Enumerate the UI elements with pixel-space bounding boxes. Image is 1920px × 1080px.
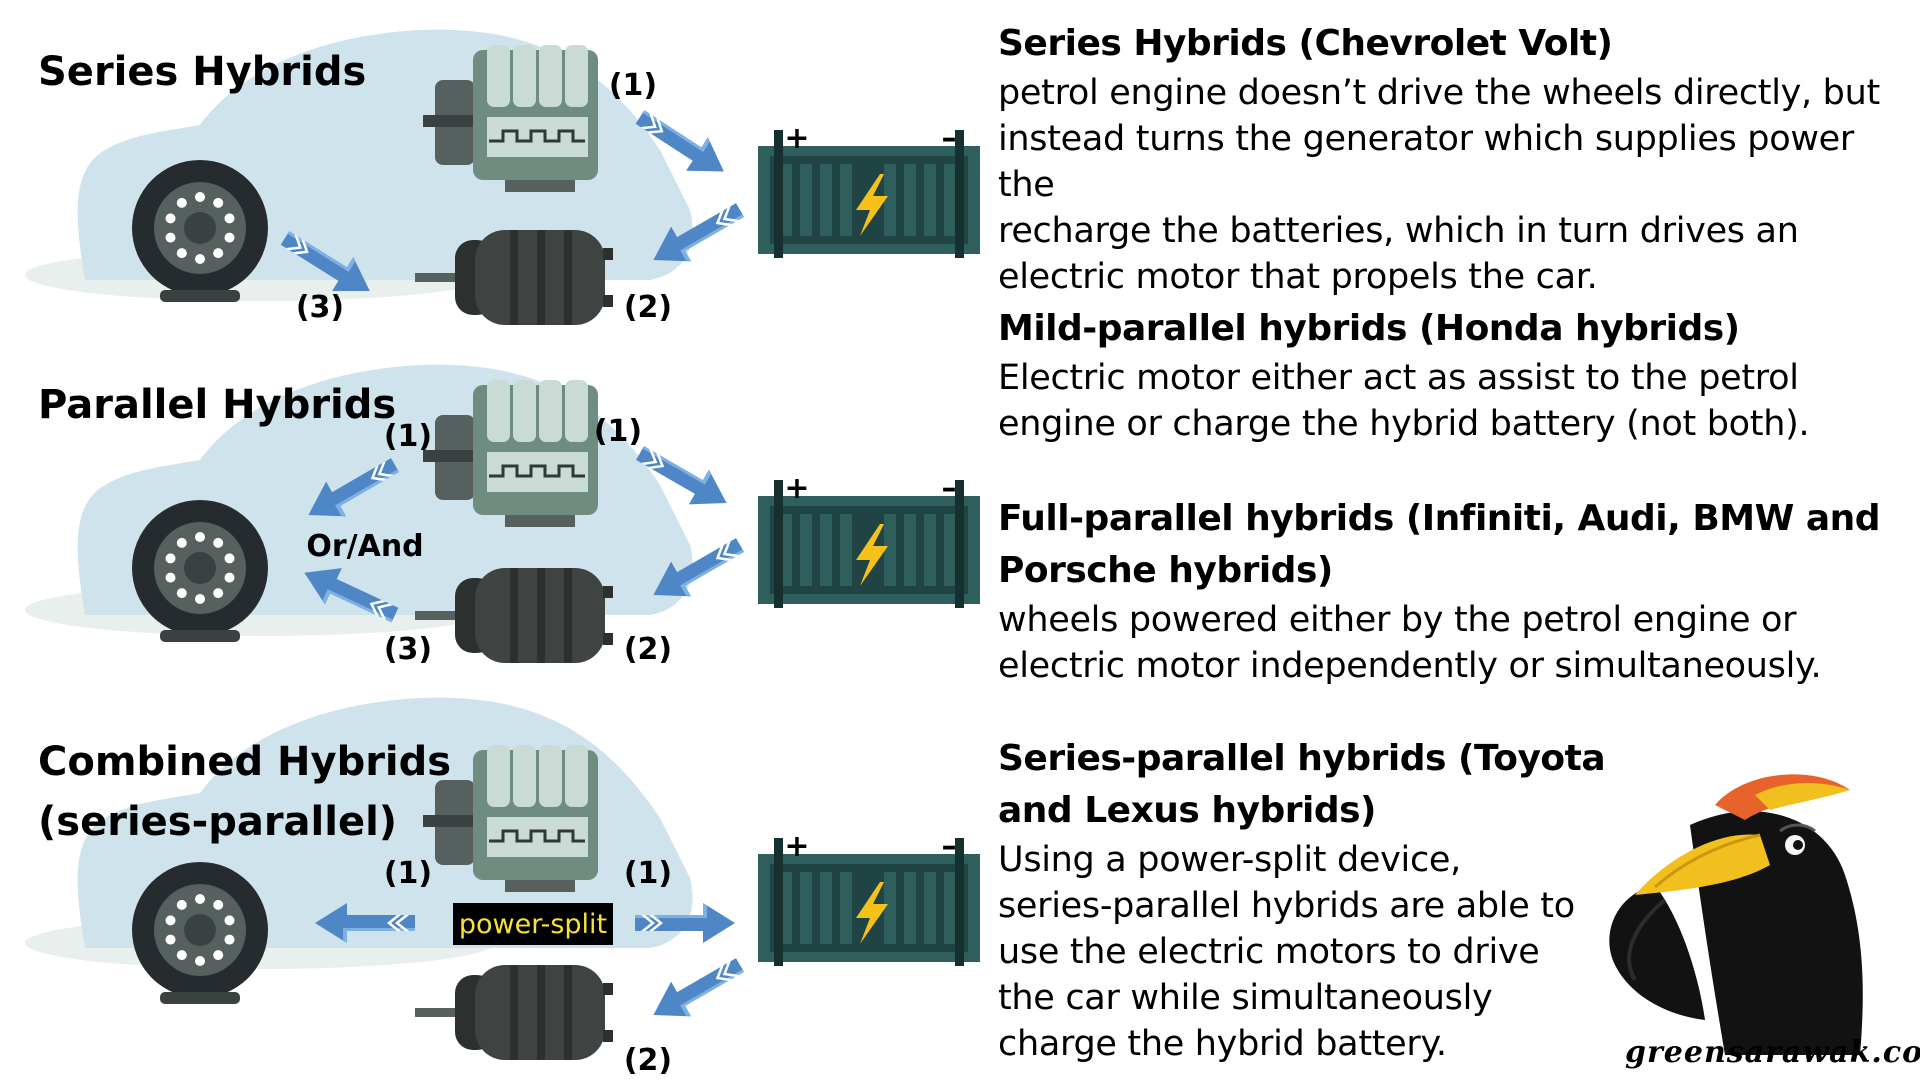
description-block: Series-parallel hybrids (Toyota and Lexus… [998,733,1908,1067]
step-label: (2) [624,632,672,667]
step-label: (1) [384,856,432,891]
battery-plus-terminal: + [784,471,809,506]
watermark: greensarawak.com [1625,1035,1920,1070]
arrow-icon [643,947,750,1033]
description-text: instead turns the generator which suppli… [998,119,1854,205]
wheel-icon [132,862,268,1004]
battery-minus-terminal: – [942,121,957,156]
description-block: Series Hybrids (Chevrolet Volt) petrol en… [998,18,1908,300]
electric-motor-icon [415,965,613,1060]
battery-plus-terminal: + [784,121,809,156]
description-text: recharge the batteries, which in turn dr… [998,211,1799,251]
description-text: engine or charge the hybrid battery (not… [998,404,1810,444]
step-label: (2) [624,290,672,325]
description-heading: Mild-parallel hybrids (Honda hybrids) [998,308,1740,349]
description-heading: Porsche hybrids) [998,550,1333,591]
description-heading: and Lexus hybrids) [998,790,1377,831]
description-heading: Series-parallel hybrids (Toyota [998,738,1606,779]
battery-plus-terminal: + [784,829,809,864]
description-text: Electric motor either act as assist to t… [998,358,1799,398]
power-split-label: power-split [459,909,607,940]
description-text: electric motor independently or simultan… [998,646,1822,686]
step-label: (1) [384,419,432,454]
description-block: Mild-parallel hybrids (Honda hybrids) Ele… [998,303,1908,447]
or-and-label: Or/And [306,529,423,564]
step-label: (3) [384,632,432,667]
description-text: petrol engine doesn’t drive the wheels d… [998,73,1880,113]
step-label: (2) [624,1043,672,1078]
panel-title: Parallel Hybrids [38,382,396,428]
description-heading: Series Hybrids (Chevrolet Volt) [998,23,1613,64]
description-text: charge the hybrid battery. [998,1024,1447,1064]
panel-combined [25,697,980,1060]
description-block: Full-parallel hybrids (Infiniti, Audi, B… [998,493,1908,689]
battery-minus-terminal: – [942,829,957,864]
description-text: the car while simultaneously [998,978,1493,1018]
step-label: (3) [296,290,344,325]
description-heading: Full-parallel hybrids (Infiniti, Audi, B… [998,498,1881,539]
hornbill-mascot-icon [1609,774,1863,1055]
panel-title: Series Hybrids [38,49,366,95]
panel-title: Combined Hybrids [38,739,451,785]
panel-title: (series-parallel) [38,799,397,845]
step-label: (1) [609,68,657,103]
description-text: Using a power-split device, [998,840,1461,880]
battery-minus-terminal: – [942,471,957,506]
step-label: (1) [594,414,642,449]
step-label: (1) [624,856,672,891]
power-split-box [453,903,613,945]
description-text: wheels powered either by the petrol engi… [998,600,1797,640]
description-text: series-parallel hybrids are able to [998,886,1575,926]
description-text: electric motor that propels the car. [998,257,1598,297]
description-text: use the electric motors to drive [998,932,1540,972]
